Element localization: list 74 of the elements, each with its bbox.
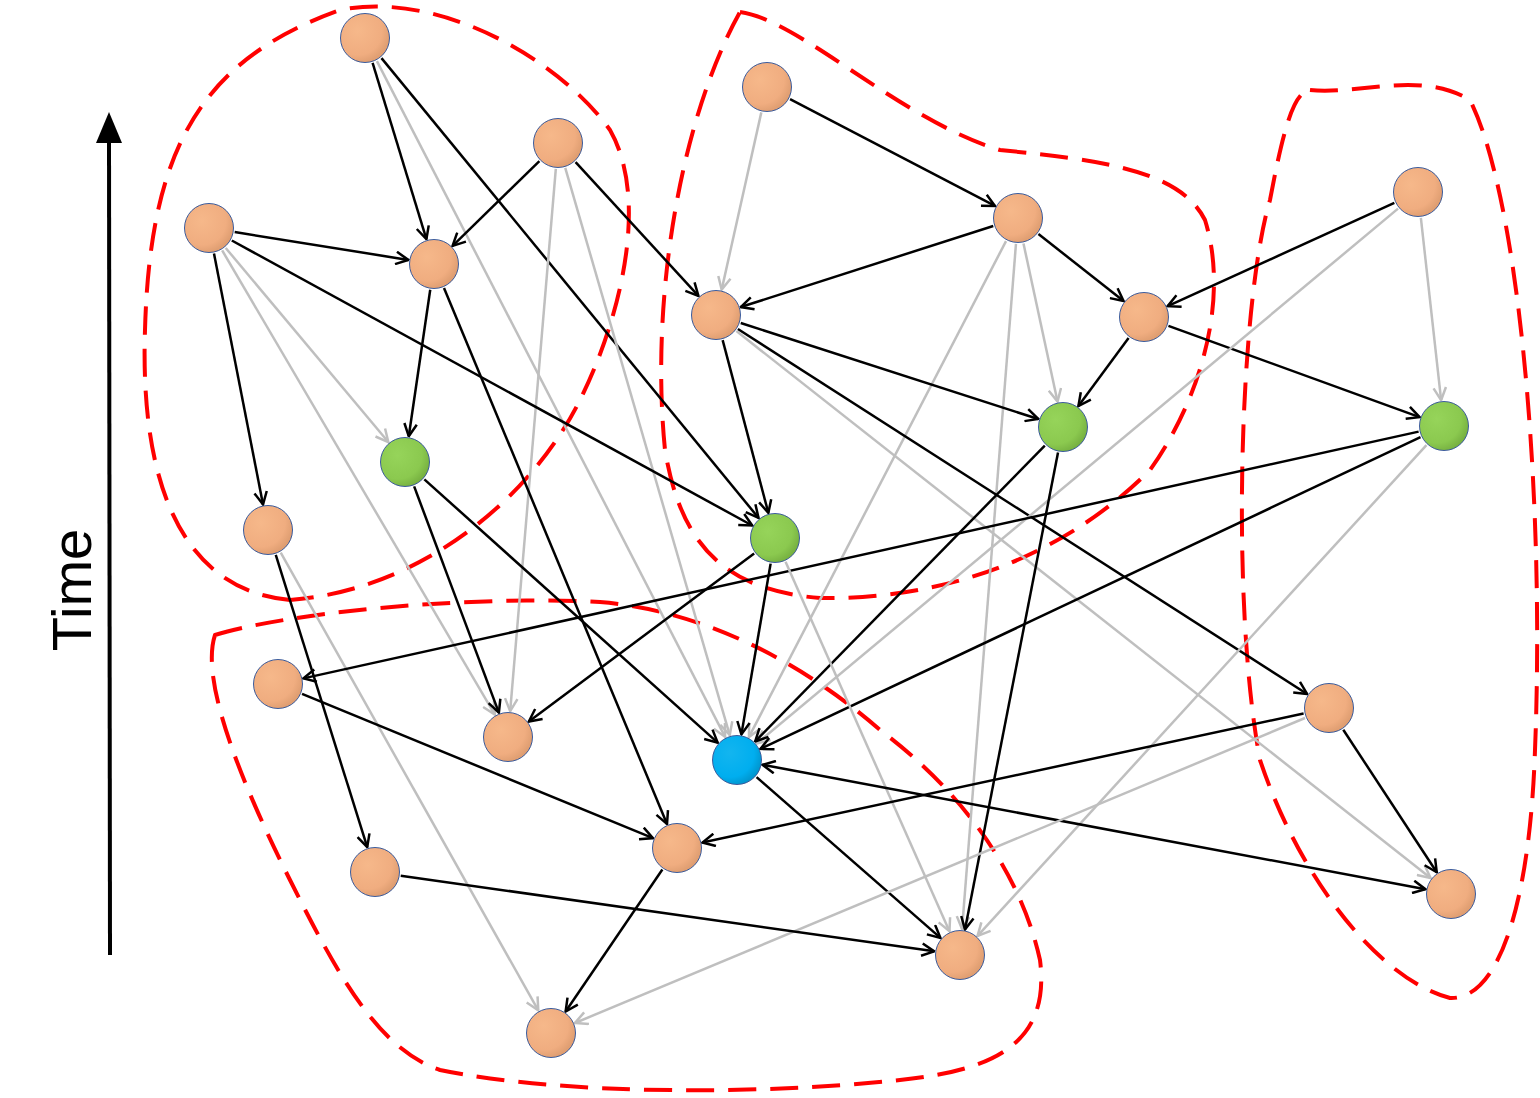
arrow (747, 240, 1008, 739)
arrow (1419, 217, 1448, 402)
arrow (1037, 233, 1125, 303)
arrow (503, 168, 558, 713)
arrow (1077, 337, 1130, 408)
circle-node (184, 203, 234, 253)
circle-node (533, 118, 583, 168)
arrow (739, 224, 994, 311)
circle-node (380, 437, 430, 487)
arrow (759, 435, 1422, 751)
circle-node (483, 712, 533, 762)
circle-node (652, 823, 702, 873)
arrow (302, 430, 1419, 684)
arrow (753, 444, 1046, 743)
circle-node (691, 290, 741, 340)
circle-node (243, 505, 293, 555)
circle-node (409, 239, 459, 289)
arrow (527, 552, 755, 723)
arrow (423, 478, 719, 744)
circle-node (1119, 292, 1169, 342)
circle-node (350, 847, 400, 897)
arrow (717, 112, 763, 291)
arrow (231, 239, 754, 527)
arrow (564, 167, 734, 737)
arrow (735, 330, 1432, 880)
arrow (721, 339, 773, 515)
arrow (403, 289, 432, 438)
arrow (761, 759, 1427, 895)
arrow (784, 561, 952, 933)
arrow (736, 563, 772, 736)
arrow (737, 327, 1309, 696)
circle-node (1419, 401, 1469, 451)
arrow (701, 712, 1304, 848)
arrow (955, 243, 1018, 931)
circle-node (993, 193, 1043, 243)
arrow (740, 321, 1040, 423)
circle-node (935, 930, 985, 980)
arrow (274, 554, 371, 849)
arrow (755, 776, 942, 940)
circle-node (526, 1008, 576, 1058)
arrow (960, 452, 1060, 931)
arrow (442, 287, 670, 826)
arrow (380, 57, 760, 520)
circle-node (253, 659, 303, 709)
arrow (301, 692, 655, 841)
circle-node (742, 62, 792, 112)
circle-node (1304, 683, 1354, 733)
arrow (212, 253, 268, 506)
arrow (371, 62, 430, 241)
arrow (564, 868, 664, 1013)
arrow (755, 207, 1399, 745)
arrow (224, 247, 390, 444)
arrow (234, 230, 410, 266)
arrow (221, 249, 497, 716)
arrow (279, 552, 540, 1012)
circle-node (340, 13, 390, 63)
arrow (400, 874, 936, 958)
circle-node (1393, 167, 1443, 217)
arrow (573, 716, 1306, 1026)
arrow (574, 161, 700, 298)
arrow (1168, 324, 1421, 420)
arrow (412, 485, 502, 714)
arrow (1166, 201, 1395, 308)
circle-node (1426, 869, 1476, 919)
circle-node (1038, 402, 1088, 452)
arrow (1022, 243, 1063, 403)
circle-node (712, 735, 762, 785)
arrow (451, 160, 541, 248)
circle-node (750, 513, 800, 563)
arrow (375, 60, 727, 739)
arrow (1342, 729, 1438, 874)
arrow (976, 444, 1428, 938)
axis-label: Time (44, 528, 100, 652)
arrow (789, 97, 997, 208)
